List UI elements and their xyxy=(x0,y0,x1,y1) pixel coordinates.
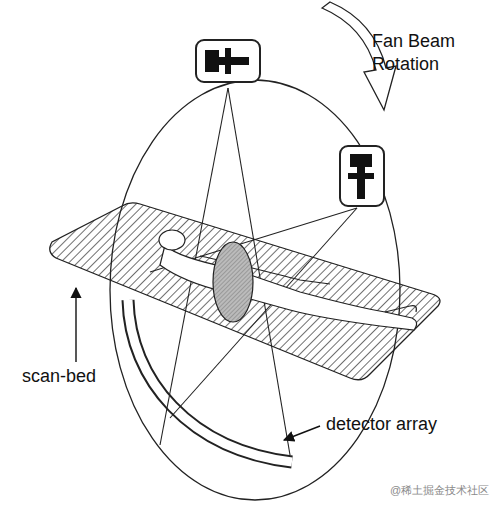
leader-line xyxy=(284,426,320,440)
part-label: scan-bed xyxy=(22,366,142,388)
cross-section xyxy=(213,242,253,322)
xray-source xyxy=(196,40,260,82)
scan-bed xyxy=(50,203,440,380)
xray-source xyxy=(340,146,384,206)
leader-line xyxy=(75,288,76,362)
patient xyxy=(159,230,417,330)
part-label: detector array xyxy=(326,414,496,436)
watermark: @稀土掘金技术社区 xyxy=(390,484,498,497)
rotation-label: Fan Beam Rotation xyxy=(372,30,484,77)
